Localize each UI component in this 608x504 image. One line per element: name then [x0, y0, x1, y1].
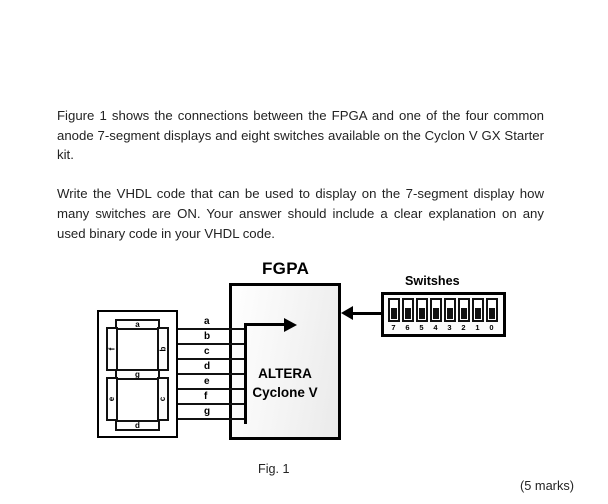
segment-g: g: [115, 369, 160, 380]
segment-a-label: a: [135, 319, 140, 329]
switch-body[interactable]: [471, 298, 484, 322]
switch-knob: [488, 308, 495, 319]
switch-body[interactable]: [387, 298, 400, 322]
bus-line-a: [178, 328, 246, 330]
switches-to-fpga-arrow-icon: [341, 306, 353, 320]
segment-e-label: e: [106, 396, 116, 402]
fpga-chip-label: ALTERA Cyclone V: [252, 366, 318, 400]
switch-item[interactable]: 6: [401, 298, 414, 332]
switch-knob: [474, 308, 481, 319]
segment-c: c: [157, 377, 169, 421]
segment-f: f: [106, 327, 118, 371]
bus-line-d: [178, 373, 246, 375]
switch-knob: [390, 308, 397, 319]
switch-body[interactable]: [401, 298, 414, 322]
seven-segment-inner: a f b g e c d: [106, 319, 169, 431]
switches-to-fpga-wire: [349, 312, 382, 315]
switch-body[interactable]: [415, 298, 428, 322]
bus-label-d: d: [204, 361, 211, 372]
segment-f-label: f: [106, 347, 116, 351]
switch-item[interactable]: 3: [443, 298, 456, 332]
switch-number: 1: [475, 323, 480, 332]
switch-item[interactable]: 5: [415, 298, 428, 332]
seven-segment-display: a f b g e c d: [97, 310, 178, 438]
bus-spine: [244, 324, 247, 424]
fpga-title: FGPA: [262, 259, 310, 278]
bus-label-e: e: [204, 376, 210, 387]
bus-line-c: [178, 358, 246, 360]
segment-a: a: [115, 319, 160, 330]
switches-title: Switshes: [405, 274, 460, 288]
segment-d-label: d: [135, 420, 140, 430]
switch-knob: [404, 308, 411, 319]
bus-line-f: [178, 403, 246, 405]
bus-to-fpga-arrow-icon: [284, 318, 297, 332]
bus-label-f: f: [204, 391, 208, 402]
segment-c-label: c: [157, 396, 167, 402]
bus-line-e: [178, 388, 246, 390]
switch-knob: [460, 308, 467, 319]
switch-number: 0: [489, 323, 494, 332]
switch-body[interactable]: [485, 298, 498, 322]
switches-block: 7 6 5 4 3 2 1 0: [381, 292, 506, 337]
switch-body[interactable]: [429, 298, 442, 322]
switch-item[interactable]: 7: [387, 298, 400, 332]
switch-number: 6: [405, 323, 410, 332]
switch-number: 4: [433, 323, 438, 332]
bus-to-fpga-wire: [244, 323, 286, 326]
paragraph-task: Write the VHDL code that can be used to …: [57, 186, 544, 241]
switch-knob: [418, 308, 425, 319]
bus-label-g: g: [204, 406, 211, 417]
bus-label-a: a: [204, 316, 210, 327]
segment-b-label: b: [157, 346, 167, 352]
paragraph-intro: Figure 1 shows the connections between t…: [57, 108, 544, 163]
switch-body[interactable]: [457, 298, 470, 322]
bus-line-g: [178, 418, 246, 420]
switch-knob: [446, 308, 453, 319]
segment-e: e: [106, 377, 118, 421]
switch-number: 5: [419, 323, 424, 332]
switch-item[interactable]: 4: [429, 298, 442, 332]
switch-item[interactable]: 1: [471, 298, 484, 332]
bus-label-b: b: [204, 331, 211, 342]
question-text-block: Figure 1 shows the connections between t…: [57, 106, 544, 243]
bus-label-c: c: [204, 346, 210, 357]
segment-b: b: [157, 327, 169, 371]
bus-line-b: [178, 343, 246, 345]
switch-item[interactable]: 0: [485, 298, 498, 332]
marks-label: (5 marks): [519, 478, 574, 493]
switch-number: 7: [391, 323, 396, 332]
segment-d: d: [115, 420, 160, 431]
figure-caption: Fig. 1: [258, 462, 290, 476]
fpga-block: ALTERA Cyclone V: [229, 283, 341, 440]
switch-knob: [432, 308, 439, 319]
switch-number: 2: [461, 323, 466, 332]
segment-bus: a b c d e f g: [178, 314, 297, 424]
switch-number: 3: [447, 323, 452, 332]
segment-g-label: g: [135, 369, 140, 379]
switch-item[interactable]: 2: [457, 298, 470, 332]
figure-diagram: FGPA ALTERA Cyclone V Switshes 7 6 5 4 3…: [0, 250, 608, 504]
switch-body[interactable]: [443, 298, 456, 322]
